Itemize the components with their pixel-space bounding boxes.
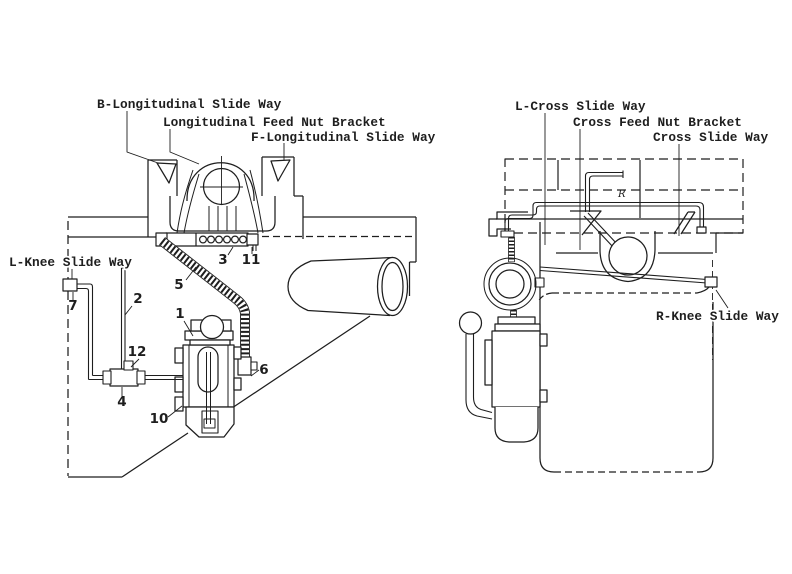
lever-ball-knob — [458, 311, 483, 335]
pump-box — [491, 330, 541, 408]
pump-foot — [494, 407, 539, 443]
knee-slide-tube — [534, 266, 718, 288]
plunger-sleeve — [197, 346, 219, 393]
check-valve-12 — [123, 360, 134, 371]
ram-cylinder — [287, 256, 409, 317]
oil-tubes — [176, 169, 264, 234]
saddle-assembly — [147, 156, 304, 239]
lever-shaft — [465, 334, 493, 420]
flex-hose — [158, 237, 258, 376]
saddle-body — [169, 196, 276, 232]
nut-bracket-dome — [186, 162, 255, 202]
label-feed-nut-bracket: Longitudinal Feed Nut Bracket — [163, 115, 386, 130]
callout-4: 4 — [117, 394, 126, 410]
label-cross-slide: Cross Slide Way — [653, 130, 769, 145]
leader-lines-left — [71, 111, 285, 418]
callout-12: 12 — [128, 344, 147, 360]
feed-nut-boss — [608, 236, 648, 276]
leader-lines-right — [544, 113, 729, 309]
plunger-rod — [206, 352, 211, 424]
callout-11: 11 — [242, 252, 261, 268]
table-block — [496, 158, 744, 253]
callout-6: 6 — [259, 362, 268, 378]
dovetail-notches — [156, 159, 291, 184]
dovetail-marks — [570, 210, 696, 236]
knee-body — [537, 222, 714, 473]
callout-7: 7 — [68, 298, 77, 314]
hose-fitting-6 — [237, 356, 252, 376]
pump-lever-assembly — [458, 311, 548, 443]
end-fitting — [246, 233, 259, 246]
right-view: L-Cross Slide Way Cross Feed Nut Bracket… — [458, 99, 781, 473]
pipe-marker-r: R — [617, 189, 626, 200]
knee-piping — [62, 267, 183, 387]
r-knee-fitting — [704, 276, 718, 288]
oil-pump-assembly — [174, 314, 242, 438]
callout-10: 10 — [150, 411, 169, 427]
callout-2: 2 — [133, 291, 142, 307]
cross-saddle — [556, 210, 713, 283]
left-view: B-Longitudinal Slide Way Longitudinal Fe… — [7, 97, 436, 478]
callout-3: 3 — [218, 252, 227, 268]
machine-outline-left — [67, 216, 417, 478]
callout-1: 1 — [175, 306, 184, 322]
knee-way-fitting-7 — [62, 278, 78, 292]
label-l-knee: L-Knee Slide Way — [9, 255, 132, 270]
label-l-cross: L-Cross Slide Way — [515, 99, 646, 114]
label-cross-feed-nut: Cross Feed Nut Bracket — [573, 115, 742, 130]
saddle-bracket — [488, 211, 528, 237]
boss-housing — [599, 231, 656, 283]
label-f-longitudinal: F-Longitudinal Slide Way — [251, 130, 436, 145]
label-b-longitudinal: B-Longitudinal Slide Way — [97, 97, 282, 112]
label-r-knee: R-Knee Slide Way — [656, 309, 779, 324]
callout-5: 5 — [174, 277, 183, 293]
pump-knob — [199, 314, 225, 340]
lube-manifold — [155, 232, 259, 251]
tee-fitting — [109, 368, 139, 387]
